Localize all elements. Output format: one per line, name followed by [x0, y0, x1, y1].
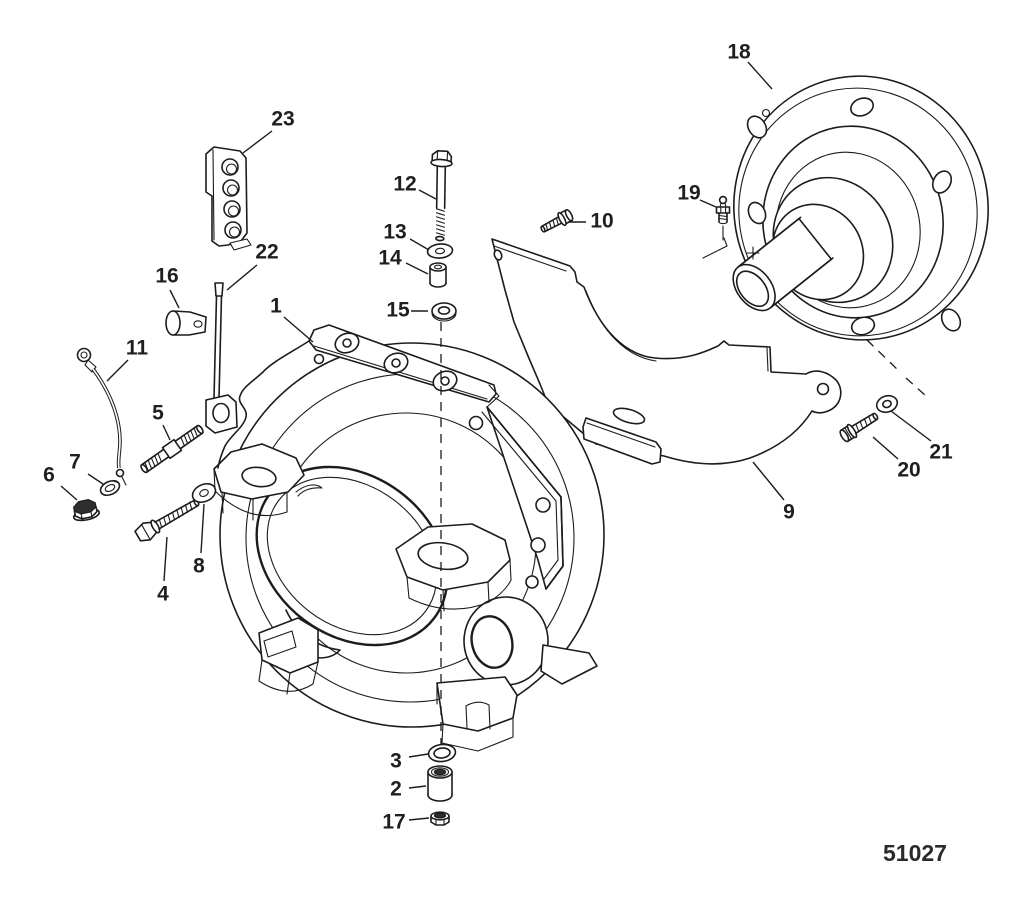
- callout-11: 11: [126, 337, 149, 360]
- leader-19: [699, 199, 717, 208]
- shaft-alignment-mark: [746, 246, 760, 260]
- callout-18: 18: [727, 41, 751, 64]
- leader-13: [409, 238, 430, 251]
- flange-pin-hole: [761, 108, 771, 118]
- part-9-engine-plate: [491, 238, 842, 465]
- part-13-washer: [426, 243, 454, 259]
- leader-21: [890, 410, 932, 442]
- part-22-shift-rod: [205, 282, 238, 434]
- leader-1: [283, 316, 314, 343]
- leader-2: [408, 785, 427, 789]
- leader-9: [752, 461, 785, 501]
- callout-21: 21: [929, 441, 953, 464]
- leader-7: [87, 473, 104, 485]
- callout-12: 12: [393, 173, 416, 196]
- part-3-washer: [427, 743, 457, 763]
- part-6-flange-nut: [72, 498, 101, 522]
- fitting-position-chevron: [702, 237, 728, 259]
- part-11-ground-wire: [76, 347, 127, 486]
- leader-18: [747, 61, 773, 90]
- part-18-flange: [732, 75, 989, 397]
- leader-3: [408, 753, 429, 758]
- callout-6: 6: [43, 464, 55, 487]
- part-19-grease-fitting: [702, 195, 731, 259]
- part-8-washer: [191, 482, 217, 504]
- leader-4: [163, 536, 168, 582]
- callout-4: 4: [157, 583, 169, 606]
- part-2-bushing: [427, 765, 453, 802]
- callout-5: 5: [152, 402, 164, 425]
- drawing-number: 51027: [883, 840, 947, 866]
- part-14-spacer: [429, 262, 447, 288]
- part-1-flywheel-housing: [213, 324, 605, 752]
- callout-9: 9: [783, 501, 795, 524]
- leader-14: [405, 262, 429, 275]
- housing-right-pad: [395, 523, 512, 612]
- part-17-locknut: [430, 811, 450, 826]
- housing-left-edge: [217, 340, 310, 469]
- housing-left-pad: [213, 443, 305, 521]
- flange-bolt-holes: [746, 97, 962, 336]
- leader-11: [106, 359, 129, 382]
- callout-10: 10: [590, 210, 613, 233]
- part-5-stud: [140, 424, 204, 474]
- callout-16: 16: [155, 265, 178, 288]
- leader-6: [60, 485, 78, 501]
- leader-16: [169, 289, 180, 309]
- part-20-bolt: [839, 412, 879, 443]
- leader-22: [226, 264, 258, 291]
- callout-22: 22: [255, 241, 278, 264]
- leader-20: [872, 436, 899, 460]
- housing-center-foot: [436, 676, 518, 752]
- part-21-washer: [875, 394, 899, 414]
- part-4-bolt: [134, 499, 200, 542]
- flange-shaft: [732, 216, 834, 312]
- plate-stiffener-strip: [582, 417, 662, 465]
- leader-12: [418, 189, 437, 200]
- callouts: 1 2 3 4 5 6 7 8 9 10 11 12 13 14 15 16 1…: [43, 41, 953, 834]
- part-23-cable-clamp-block: [205, 146, 252, 251]
- callout-13: 13: [383, 221, 406, 244]
- callout-2: 2: [390, 778, 402, 801]
- housing-left-foot: [258, 617, 319, 695]
- leader-8: [200, 503, 205, 554]
- housing-right-flange: [468, 406, 564, 590]
- callout-15: 15: [386, 299, 410, 322]
- plate-top-edge-inner: [493, 245, 567, 272]
- callout-3: 3: [390, 750, 402, 773]
- leader-17: [408, 817, 430, 821]
- callout-23: 23: [271, 108, 294, 131]
- callout-19: 19: [677, 182, 700, 205]
- plate-slot: [612, 407, 646, 425]
- construction-dash: [866, 339, 901, 373]
- part-15-washer: [431, 302, 457, 322]
- plate-corner-hole: [493, 249, 503, 261]
- part-16-clamp: [165, 310, 207, 336]
- callout-20: 20: [897, 459, 920, 482]
- housing-top-bar: [308, 324, 500, 408]
- leader-23: [242, 130, 273, 154]
- plate-tab-hole: [816, 382, 830, 396]
- part-12-bolt: [430, 150, 453, 242]
- callout-1: 1: [270, 295, 282, 318]
- leader-5: [162, 424, 171, 441]
- callout-7: 7: [69, 451, 81, 474]
- part-10-screw: [540, 209, 574, 233]
- leader-lines: [60, 61, 932, 821]
- housing-lower-right-boss: [463, 596, 549, 686]
- construction-dash: [905, 377, 927, 397]
- callout-8: 8: [193, 555, 205, 578]
- callout-17: 17: [382, 811, 405, 834]
- housing-right-tab: [540, 644, 598, 685]
- part-7-lock-washer: [99, 479, 121, 497]
- callout-14: 14: [378, 247, 402, 270]
